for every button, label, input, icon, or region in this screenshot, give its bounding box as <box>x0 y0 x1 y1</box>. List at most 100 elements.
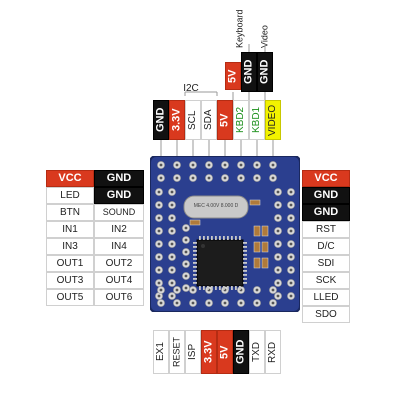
chip-leg <box>211 286 213 290</box>
chip-leg <box>215 286 217 290</box>
pad-hole <box>207 176 211 180</box>
chip-leg <box>199 236 201 240</box>
chip-legs <box>193 236 247 290</box>
pad-hole <box>239 163 243 167</box>
pad-hole <box>271 163 275 167</box>
pad-hole <box>223 176 227 180</box>
left-led: LED <box>46 187 94 204</box>
right-rst: RST <box>302 221 350 238</box>
chip-leg <box>239 236 241 240</box>
chip-leg <box>193 262 197 264</box>
pad-hole <box>223 163 227 167</box>
chip-leg <box>231 236 233 240</box>
pad-hole <box>157 294 161 298</box>
pad-hole <box>289 281 293 285</box>
chip-leg <box>193 246 197 248</box>
pad-hole <box>289 229 293 233</box>
pad-hole <box>191 288 195 292</box>
left-in4: IN4 <box>94 238 144 255</box>
pad-hole <box>276 216 280 220</box>
pad-hole <box>289 203 293 207</box>
smd-part <box>261 257 269 269</box>
pad-hole <box>157 229 161 233</box>
bottom-pin-txd: TXD <box>249 330 265 374</box>
left-out4: OUT4 <box>94 272 144 289</box>
pad-hole <box>239 176 243 180</box>
pad-hole <box>276 281 280 285</box>
pad-hole <box>157 190 161 194</box>
pad-hole <box>157 268 161 272</box>
chip-leg <box>231 286 233 290</box>
chip-leg <box>243 282 247 284</box>
left-in2: IN2 <box>94 221 144 238</box>
pad-hole <box>289 268 293 272</box>
pad-hole <box>207 301 211 305</box>
pad-hole <box>184 286 188 290</box>
pad-hole <box>276 255 280 259</box>
pad-hole <box>170 229 174 233</box>
chip-leg <box>235 286 237 290</box>
smd-components <box>189 199 269 269</box>
pad-hole <box>276 294 280 298</box>
pad-hole <box>289 216 293 220</box>
pad-hole <box>207 163 211 167</box>
right-lled: LLED <box>302 289 350 306</box>
pad-hole <box>170 216 174 220</box>
chip-leg <box>243 254 247 256</box>
pcb-board: MEC 4.00V 8.000 D <box>150 156 300 312</box>
pad-hole <box>239 301 243 305</box>
pad-hole <box>255 288 259 292</box>
left-in1: IN1 <box>46 221 94 238</box>
chip-leg <box>207 286 209 290</box>
chip-leg <box>227 236 229 240</box>
chip-leg <box>243 262 247 264</box>
right-gnd-2: GND <box>302 204 350 221</box>
chip-leg <box>243 270 247 272</box>
left-btn: BTN <box>46 204 94 221</box>
chip-leg <box>211 236 213 240</box>
pad-hole <box>255 301 259 305</box>
bottom-pin-3v3: 3.3V <box>201 330 217 374</box>
pad-hole <box>170 203 174 207</box>
smd-part <box>253 241 261 253</box>
i2c-label: I2C <box>183 83 199 94</box>
pad-hole <box>276 229 280 233</box>
bottom-pin-gnd: GND <box>233 330 249 374</box>
chip-leg <box>219 236 221 240</box>
pad-hole <box>191 163 195 167</box>
pad-hole <box>159 163 163 167</box>
chip-leg <box>193 254 197 256</box>
smd-part <box>249 199 261 206</box>
pad-hole <box>184 262 188 266</box>
left-out3: OUT3 <box>46 272 94 289</box>
pad-hole <box>159 301 163 305</box>
pad-hole <box>271 288 275 292</box>
smd-part <box>253 257 261 269</box>
chip-leg <box>223 286 225 290</box>
crystal-marking: MEC 4.00V 8.000 D <box>194 203 239 209</box>
chip-leg <box>243 278 247 280</box>
smd-part <box>261 241 269 253</box>
chip-leg <box>243 258 247 260</box>
left-out5: OUT5 <box>46 289 94 306</box>
pad-hole <box>191 301 195 305</box>
chip-leg <box>193 278 197 280</box>
pad-hole <box>223 301 227 305</box>
chip-leg <box>243 246 247 248</box>
smd-part <box>253 225 261 237</box>
chip-leg <box>227 286 229 290</box>
bottom-pin-isp: ISP <box>185 330 201 374</box>
chip-leg <box>243 242 247 244</box>
pad-hole <box>289 294 293 298</box>
chip-leg <box>193 266 197 268</box>
pad-hole <box>191 176 195 180</box>
pad-hole <box>170 255 174 259</box>
chip-leg <box>219 286 221 290</box>
chip-leg <box>203 236 205 240</box>
pad-hole <box>157 255 161 259</box>
pad-hole <box>289 255 293 259</box>
pad-hole <box>184 226 188 230</box>
pad-hole <box>255 176 259 180</box>
bottom-pin-rxd: RXD <box>265 330 281 374</box>
